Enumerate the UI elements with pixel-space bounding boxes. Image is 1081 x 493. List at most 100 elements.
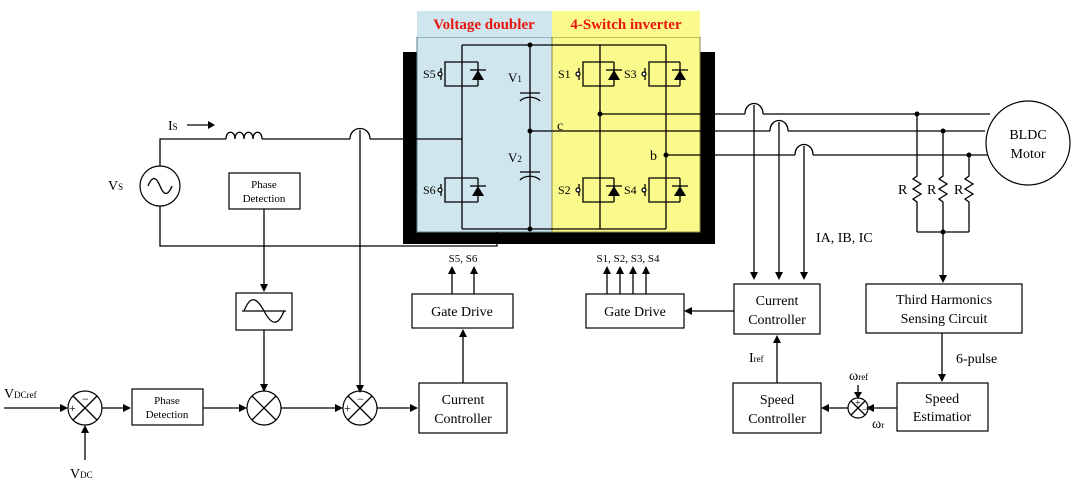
arrow-wref-down (854, 392, 862, 399)
current-controller-right (733, 283, 821, 335)
switch-s1 (578, 61, 622, 87)
summer-voltage-minus: − (82, 392, 89, 406)
arrow-vdcref-in (60, 404, 68, 412)
arrow-sine-to-mult (260, 384, 268, 392)
speed-controller-line1: Speed (760, 393, 794, 408)
arrow-phase-to-mult (239, 404, 247, 412)
current-controller-left (418, 382, 508, 434)
summer-voltage-plus: + (69, 401, 76, 415)
sensor-a-loop (744, 102, 764, 115)
resistor-b (937, 131, 949, 232)
inductor (225, 131, 263, 140)
node-a-dot (597, 111, 603, 117)
switch-s2-terminal (575, 187, 581, 193)
current-controller-right-line2: Controller (748, 313, 806, 328)
gate-s56-label: S5, S6 (449, 253, 478, 265)
summer-speed-cross (850, 400, 866, 416)
arrow-summer-to-speed-ctrl (821, 404, 829, 412)
arrow-cc-to-gate (459, 329, 467, 337)
phase-detection-lower-line2: Detection (146, 409, 189, 421)
arrow-gate-s5 (448, 266, 456, 274)
node-bottom-dot (527, 226, 533, 232)
sensor-b-loop (794, 143, 814, 156)
phase-detection-lower (131, 388, 204, 426)
gate-s1234-label: S1, S2, S3, S4 (597, 253, 660, 265)
speed-controller (732, 382, 822, 434)
third-harmonics-block (865, 283, 1023, 334)
resistor-c-label: R (954, 183, 964, 198)
current-controller-left-line1: Current (442, 393, 485, 408)
switch-s3 (644, 61, 688, 87)
switch-s2-label: S2 (558, 183, 571, 197)
summer-current-plus: + (344, 401, 351, 415)
third-harmonics-line1: Third Harmonics (896, 293, 992, 308)
wr-label: ωr (872, 417, 884, 432)
vs-label: VS (108, 179, 123, 194)
arrow-sensor-to-summer (356, 385, 364, 393)
node-b-label: b (650, 149, 657, 164)
wire-source-bottom (159, 206, 498, 247)
six-pulse-label: 6-pulse (956, 352, 997, 367)
phase-detection-lower-line1: Phase (154, 395, 180, 407)
sine-reference-icon (243, 299, 285, 323)
arrows-current-sense (750, 272, 808, 280)
third-harmonics-line2: Sensing Circuit (901, 312, 988, 327)
node-top-dot (527, 42, 533, 48)
summer-voltage-cross (72, 395, 98, 421)
arrow-phase-to-sine (260, 284, 268, 292)
phase-detection-upper (228, 172, 301, 210)
v2-label: V2 (508, 150, 522, 165)
arrow-summer-to-phase (123, 404, 131, 412)
phase-detection-upper-line2: Detection (243, 193, 286, 205)
speed-estimator (896, 382, 989, 432)
arrow-gate-s6 (470, 266, 478, 274)
capacitor-v1 (519, 92, 541, 102)
inverter-title-bg (552, 11, 700, 37)
gate-drive-right-label: Gate Drive (604, 305, 666, 320)
switch-s1-terminal (575, 71, 581, 77)
multiplier-cross (251, 395, 277, 421)
arrow-mult-to-summer (335, 404, 343, 412)
switch-s6 (440, 177, 486, 203)
resistor-c (963, 155, 975, 232)
resistor-a (911, 114, 923, 232)
summer-current-cross (347, 395, 373, 421)
resistor-b-label: R (927, 183, 937, 198)
switch-s6-label: S6 (423, 183, 436, 197)
wire-source-top (159, 138, 226, 166)
phase-detection-upper-line1: Phase (251, 179, 277, 191)
switch-s3-label: S3 (624, 67, 637, 81)
v1-label: V1 (508, 70, 522, 85)
iref-label: Iref (749, 351, 764, 366)
current-sensor-loop (349, 127, 371, 140)
bldc-motor (985, 100, 1071, 186)
is-label: IS (168, 119, 178, 134)
resistor-a-label: R (898, 183, 908, 198)
arrow-third-to-estimator (938, 374, 946, 382)
arrow-vdc-up (81, 425, 89, 433)
speed-estimator-line2: Estimatior (913, 410, 972, 425)
switch-s5-terminal (437, 71, 443, 77)
voltage-doubler-panel (416, 36, 553, 233)
gate-drive-left-label: Gate Drive (431, 305, 493, 320)
summer-current-minus: − (357, 392, 364, 406)
current-controller-right-line1: Current (756, 294, 799, 309)
voltage-doubler-title: Voltage doubler (433, 17, 535, 33)
currents-label: IA, IB, IC (816, 231, 873, 246)
switch-s5-label: S5 (423, 67, 436, 81)
speed-controller-line2: Controller (748, 412, 806, 427)
summer-speed-plus: + (855, 398, 861, 409)
switch-s6-terminal (437, 187, 443, 193)
node-b-dot (663, 152, 669, 158)
arrow-cc-right-to-gate (684, 307, 692, 315)
vdcref-label: VDCref (4, 387, 37, 402)
node-c-dot (527, 128, 533, 134)
is-arrow-head (208, 121, 215, 129)
current-controller-left-line2: Controller (434, 412, 492, 427)
ac-source-sine-icon (147, 177, 173, 195)
node-c-label: c (557, 119, 563, 134)
voltage-doubler-title-bg (417, 11, 552, 37)
switch-s3-terminal (641, 71, 647, 77)
arrow-summer-to-cc (410, 404, 418, 412)
